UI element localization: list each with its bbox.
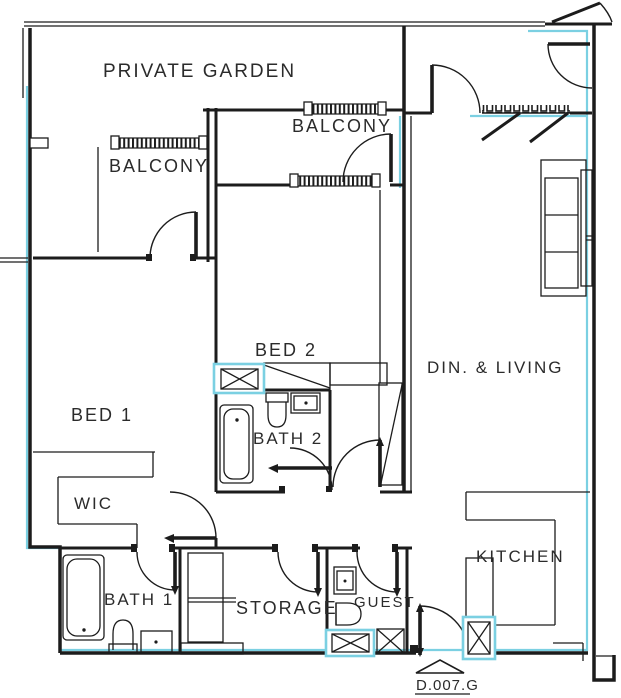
sofa-symbol: [540, 159, 593, 297]
room-label-wic: WIC: [74, 494, 113, 513]
wardrobe-symbol-hall: [378, 382, 403, 486]
room-label-kitchen: KITCHEN: [476, 547, 565, 566]
balcony-railing-left: [110, 135, 208, 150]
room-label-din-living: DIN. & LIVING: [427, 358, 564, 377]
bathtub-symbol-bath1: [62, 554, 105, 641]
storage-shelf-symbol: [180, 552, 244, 655]
balcony-railing-middle: [303, 101, 387, 116]
entrance-triangle-marker: [415, 659, 470, 695]
duct-shaft-kitchen: [461, 615, 497, 661]
toilet-symbol-guest: [335, 602, 362, 626]
room-labels: PRIVATE GARDEN BALCONY BALCONY BED 1 BED…: [71, 61, 565, 694]
room-label-bath-2: BATH 2: [253, 429, 323, 448]
door-swings: [136, 1, 613, 657]
bed2-window-railing: [289, 173, 381, 188]
sink-symbol-bath2: [290, 392, 321, 414]
toilet-symbol-bath1: [108, 619, 138, 654]
room-label-bath-1: BATH 1: [104, 590, 174, 609]
wic-closet-symbol: [33, 451, 155, 548]
room-label-guest: GUEST: [354, 594, 416, 611]
folding-door-symbol: [481, 105, 570, 144]
bathtub-symbol-bath2: [219, 404, 254, 484]
sink-symbol-guest: [333, 566, 357, 595]
room-label-balcony-left: BALCONY: [109, 156, 209, 176]
room-label-storage: STORAGE: [236, 598, 338, 618]
room-label-private-garden: PRIVATE GARDEN: [103, 61, 296, 82]
duct-shaft-guest-right: [376, 628, 405, 654]
entrance-unit-label: D.007.G: [416, 677, 479, 694]
toilet-symbol-bath2: [265, 392, 289, 428]
room-label-bed-2: BED 2: [255, 340, 317, 360]
room-label-balcony-middle: BALCONY: [292, 116, 392, 136]
walls: [0, 21, 616, 682]
duct-shaft-guest-left: [324, 628, 376, 658]
sink-symbol-bath1: [140, 630, 173, 653]
wardrobe-symbol-bed2: [263, 362, 388, 391]
room-label-bed-1: BED 1: [71, 405, 133, 425]
duct-shaft-bed2: [212, 362, 266, 395]
